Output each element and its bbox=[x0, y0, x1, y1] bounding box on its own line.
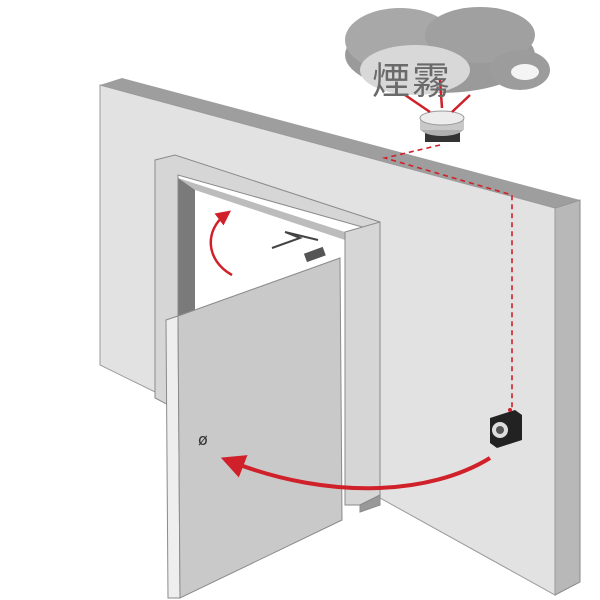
signal-wire bbox=[381, 144, 513, 412]
smoke-label: 煙霧 bbox=[372, 59, 453, 103]
closer-arrow bbox=[209, 210, 233, 277]
door-leaf bbox=[177, 257, 343, 599]
smoke-detector-icon bbox=[419, 110, 465, 142]
smoke-cloud bbox=[345, 7, 550, 95]
door-handle-mark: ø bbox=[198, 430, 208, 449]
door-closer-arm bbox=[271, 231, 319, 249]
door-closer bbox=[303, 246, 326, 263]
magnetic-door-holder-icon bbox=[490, 408, 522, 448]
wall-top bbox=[100, 78, 580, 208]
alarm-rays bbox=[404, 79, 471, 114]
wall-side bbox=[554, 199, 581, 596]
door-close-arrow bbox=[220, 455, 492, 491]
